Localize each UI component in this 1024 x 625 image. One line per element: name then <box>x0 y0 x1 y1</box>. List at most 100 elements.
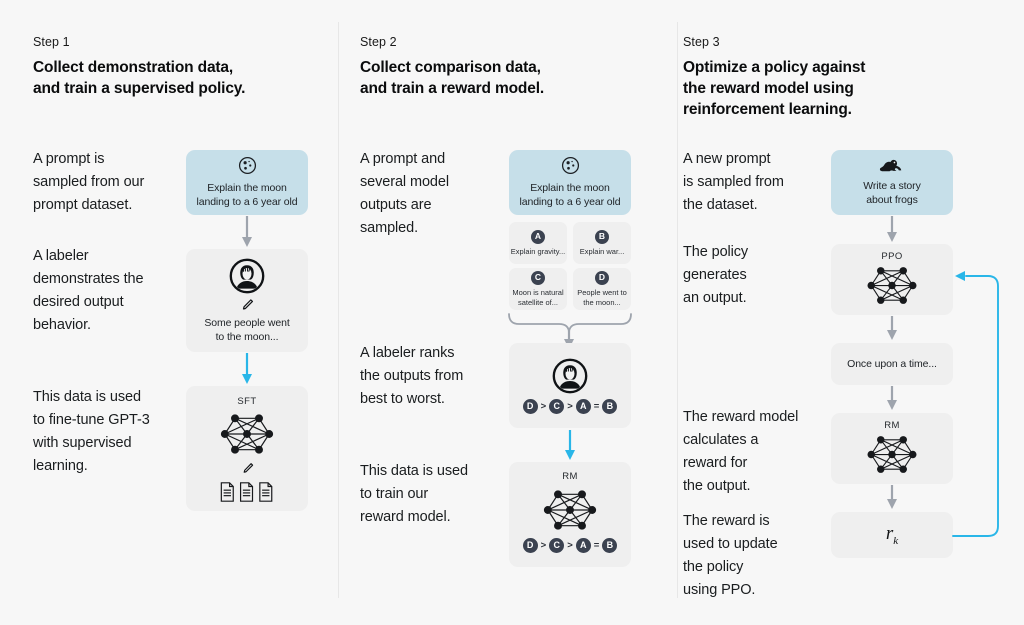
feedback-loop-arrow <box>952 271 999 537</box>
neural-net-icon <box>218 410 276 458</box>
step-1-labeler-line-2: to the moon... <box>215 330 279 343</box>
column-divider-1 <box>338 22 339 598</box>
step-2-labeler-card[interactable]: D > C > A = B <box>509 343 631 428</box>
option-badge-d: D <box>595 270 609 285</box>
rm-rank-badge-1: D <box>522 538 538 553</box>
step-2-paragraph-2: A labeler ranks the outputs from best to… <box>360 345 464 407</box>
person-avatar-icon <box>552 358 588 394</box>
option-badge-a: A <box>531 229 545 244</box>
neural-net-icon <box>865 432 919 477</box>
option-badge-b: B <box>595 229 609 244</box>
column-divider-2 <box>677 22 678 598</box>
step-1-prompt-card[interactable]: Explain the moon landing to a 6 year old <box>186 150 308 215</box>
step-1-labeler-card[interactable]: Some people went to the moon... <box>186 249 308 352</box>
documents-icon <box>218 481 276 503</box>
reward-symbol: rk <box>886 523 898 547</box>
step-3-rm-card[interactable]: RM <box>831 413 953 484</box>
frog-icon <box>879 158 905 174</box>
step-3-ppo-title: PPO <box>881 251 903 262</box>
person-avatar-icon <box>229 258 265 294</box>
step-1-sft-title: SFT <box>237 396 257 407</box>
rm-rank-badge-3: A <box>575 538 591 553</box>
pencil-icon <box>240 461 255 476</box>
step-2-rm-card[interactable]: RM <box>509 462 631 567</box>
step-1-title: Collect demonstration data, and train a … <box>33 57 313 99</box>
step-3-prompt-text: Write a story about frogs <box>857 179 926 207</box>
step-1-prompt-line-2: landing to a 6 year old <box>196 196 298 208</box>
step-1-labeler-line-1: Some people went <box>204 316 290 329</box>
step-2-title-line-2: and train a reward model. <box>360 80 545 97</box>
step-3-title-line-3: reinforcement learning. <box>683 101 852 118</box>
step-3-reward-card[interactable]: rk <box>831 512 953 558</box>
option-card-d[interactable]: D People went to the moon... <box>573 268 631 310</box>
step-3-paragraph-1: A new prompt is sampled from the dataset… <box>683 151 784 213</box>
reward-symbol-subscript: k <box>893 534 899 547</box>
option-card-a[interactable]: A Explain gravity... <box>509 222 567 264</box>
step-2-column: Step 2 Collect comparison data, and trai… <box>339 0 678 625</box>
step-1-sft-card[interactable]: SFT <box>186 386 308 511</box>
rank-badge-1: D <box>522 398 538 414</box>
option-card-b[interactable]: B Explain war... <box>573 222 631 264</box>
step-2-labeler-ranking: D > C > A = B <box>522 398 618 414</box>
option-text-d: People went to the moon... <box>577 287 627 307</box>
arrow-labeler-to-rm <box>565 430 575 460</box>
step-3-prompt-line-1: Write a story <box>863 180 921 192</box>
step-1-prompt-text: Explain the moon landing to a 6 year old <box>190 181 303 209</box>
step-2-paragraph-3: This data is used to train our reward mo… <box>360 463 468 525</box>
step-2-rm-title: RM <box>562 471 578 482</box>
rm-rank-operator-1: > <box>540 540 547 551</box>
step-1-labeler-text: Some people went to the moon... <box>198 316 295 344</box>
step-3-output-card[interactable]: Once upon a time... <box>831 343 953 385</box>
step-3-prompt-line-2: about frogs <box>866 194 918 206</box>
moon-icon <box>561 156 580 175</box>
step-3-output-text: Once upon a time... <box>847 358 937 370</box>
arrow-prompt-to-labeler <box>242 216 252 247</box>
arrow-labeler-to-sft <box>242 353 252 384</box>
step-2-title-line-1: Collect comparison data, <box>360 59 541 76</box>
step-2-prompt-text: Explain the moon landing to a 6 year old <box>513 181 626 209</box>
step-1-paragraph-1: A prompt is sampled from our prompt data… <box>33 151 145 213</box>
step-2-paragraph-1: A prompt and several model outputs are s… <box>360 151 449 236</box>
rank-operator-1: > <box>540 400 547 412</box>
step-2-prompt-line-2: landing to a 6 year old <box>519 196 621 208</box>
rm-rank-operator-3: = <box>593 540 600 551</box>
step-3-label: Step 3 <box>683 35 720 49</box>
step-1-paragraph-2: A labeler demonstrates the desired outpu… <box>33 248 144 333</box>
step-1-paragraph-3: This data is used to fine-tune GPT-3 wit… <box>33 389 150 474</box>
neural-net-icon <box>541 486 599 534</box>
step-1-column: Step 1 Collect demonstration data, and t… <box>0 0 339 625</box>
step-1-prompt-line-1: Explain the moon <box>207 182 287 194</box>
rm-rank-operator-2: > <box>567 540 573 551</box>
arrow-rm-to-reward <box>887 485 897 509</box>
option-badge-c: C <box>531 270 545 285</box>
rank-operator-2: > <box>567 400 573 412</box>
step-3-paragraph-4: The reward is used to update the policy … <box>683 513 778 598</box>
step-3-paragraph-3: The reward model calculates a reward for… <box>683 409 799 494</box>
rank-operator-3: = <box>593 400 600 412</box>
rm-rank-badge-2: C <box>549 538 565 553</box>
arrow-prompt-to-ppo <box>887 216 897 242</box>
step-2-prompt-line-1: Explain the moon <box>530 182 610 194</box>
step-3-paragraph-2: The policy generates an output. <box>683 244 749 306</box>
option-text-c: Moon is natural satellite of... <box>512 287 564 307</box>
step-1-title-line-1: Collect demonstration data, <box>33 59 234 76</box>
option-text-b: Explain war... <box>579 246 625 256</box>
step-2-label: Step 2 <box>360 35 397 49</box>
rank-badge-2: C <box>549 398 565 414</box>
pencil-icon <box>239 297 255 313</box>
moon-icon <box>238 156 257 175</box>
reward-symbol-base: r <box>885 523 894 545</box>
option-text-a: Explain gravity... <box>510 246 566 256</box>
step-2-prompt-card[interactable]: Explain the moon landing to a 6 year old <box>509 150 631 215</box>
rank-badge-4: B <box>602 398 618 414</box>
step-1-label: Step 1 <box>33 35 70 49</box>
step-3-title: Optimize a policy against the reward mod… <box>683 57 983 120</box>
option-card-c[interactable]: C Moon is natural satellite of... <box>509 268 567 310</box>
step-3-column: Step 3 Optimize a policy against the rew… <box>678 0 1024 625</box>
step-1-title-line-2: and train a supervised policy. <box>33 80 246 97</box>
neural-net-icon <box>865 263 919 308</box>
step-3-prompt-card[interactable]: Write a story about frogs <box>831 150 953 215</box>
step-3-ppo-card[interactable]: PPO <box>831 244 953 315</box>
arrow-output-to-rm <box>887 386 897 410</box>
